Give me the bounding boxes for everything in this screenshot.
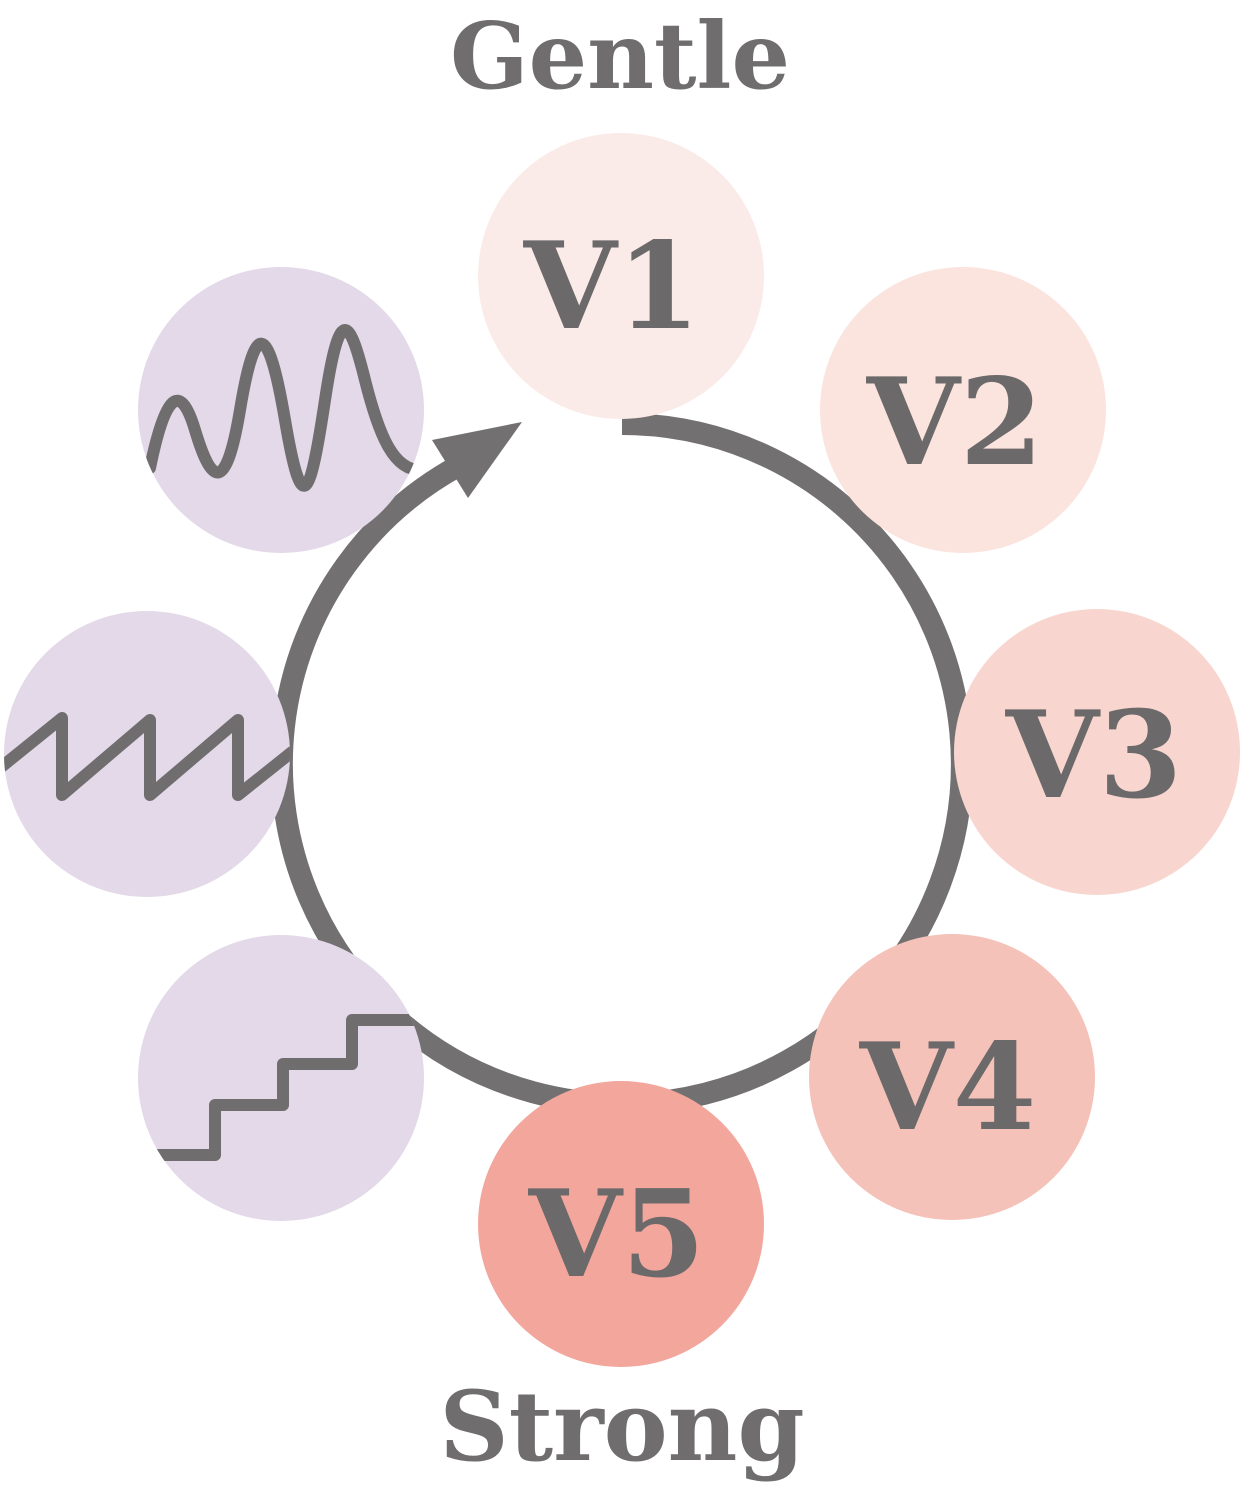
mode-sawtooth[interactable] bbox=[0, 611, 292, 897]
sine-wave-icon bbox=[144, 324, 424, 492]
level-v5-label: V5 bbox=[528, 1164, 706, 1305]
mode-staircase[interactable] bbox=[138, 935, 430, 1221]
level-v3[interactable]: V3 bbox=[954, 609, 1240, 895]
sawtooth-wave-icon bbox=[4, 712, 290, 801]
level-v4-label: V4 bbox=[859, 1017, 1037, 1158]
cycle-arrowhead-icon bbox=[432, 422, 522, 498]
level-v4-circle bbox=[809, 934, 1095, 1220]
level-v1-circle bbox=[478, 133, 764, 419]
level-v5[interactable]: V5 bbox=[478, 1081, 764, 1367]
staircase-wave-icon bbox=[144, 1014, 424, 1161]
cycle-ring bbox=[270, 413, 973, 1115]
level-v5-circle bbox=[478, 1081, 764, 1367]
level-v2[interactable]: V2 bbox=[820, 267, 1106, 553]
level-v3-circle bbox=[954, 609, 1240, 895]
level-v3-label: V3 bbox=[1005, 685, 1183, 826]
level-v1-label: V1 bbox=[523, 216, 701, 357]
level-v2-circle bbox=[820, 267, 1106, 553]
strong-label: Strong bbox=[439, 1370, 804, 1483]
level-v2-label: V2 bbox=[866, 352, 1044, 493]
level-v4[interactable]: V4 bbox=[809, 934, 1095, 1220]
level-v1[interactable]: V1 bbox=[478, 133, 764, 419]
gentle-label: Gentle bbox=[450, 2, 790, 110]
mode-sine[interactable] bbox=[138, 267, 424, 553]
